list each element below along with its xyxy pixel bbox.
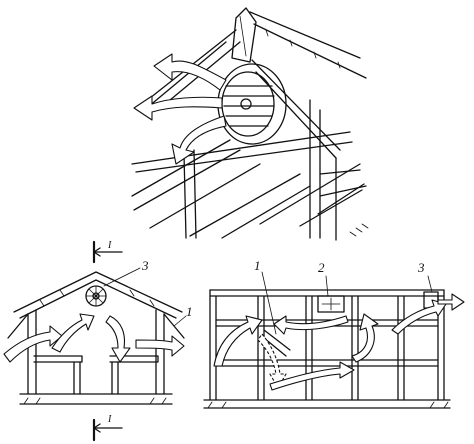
airflow-arrow (153, 53, 227, 91)
cross-section-view: I I 3 (3, 240, 193, 442)
airflow-arrow (3, 325, 63, 363)
airflow-arrow (437, 293, 465, 311)
airflow-arrow (213, 315, 263, 367)
airflow-arrow (133, 95, 223, 121)
airflow-arrow (257, 333, 287, 389)
airflow-arrow (135, 335, 185, 357)
airflow-arrow (273, 315, 349, 335)
airflow-arrow (391, 299, 447, 335)
callout-label-window: 1 (186, 304, 193, 319)
callout-label-window: 1 (254, 258, 261, 273)
callout-label-fan: 3 (141, 258, 149, 273)
callout-label-fan: 2 (318, 260, 325, 275)
callout-label-vent: 3 (417, 260, 425, 275)
airflow-arrow (171, 115, 227, 165)
section-mark-label: I (107, 414, 112, 425)
airflow-arrow (269, 361, 355, 391)
airflow-arrow (105, 315, 131, 363)
airflow-arrow (51, 313, 95, 353)
section-mark-label: I (107, 240, 112, 251)
airflow-arrow (351, 313, 379, 363)
long-section-view: 1 2 3 (203, 258, 465, 409)
gable-vent-perspective (131, 7, 369, 241)
